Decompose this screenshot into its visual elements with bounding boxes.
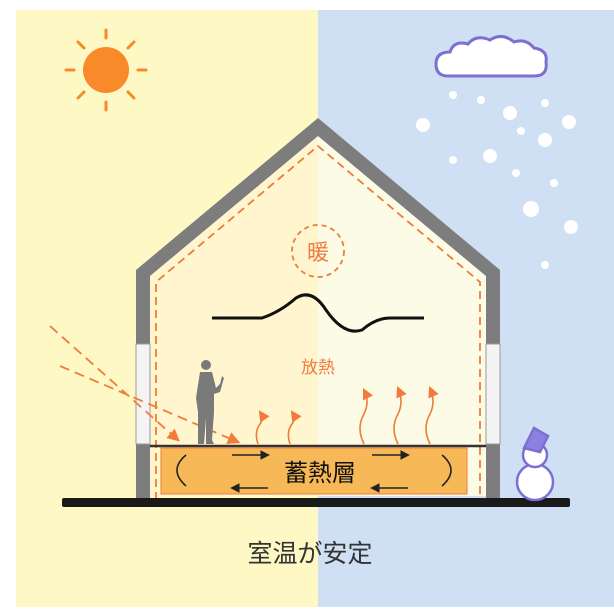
warm-label: 暖: [307, 241, 329, 266]
window-right: [485, 343, 501, 445]
heat-storage-layer: [160, 447, 468, 495]
heat-release-label: 放熱: [301, 358, 335, 378]
snowman-icon: [515, 426, 555, 502]
house-interior-right: [318, 136, 486, 496]
ground-line: [62, 498, 570, 507]
house-interior-left: [150, 136, 318, 496]
warm-indicator: [291, 224, 345, 278]
sun-icon: [64, 28, 148, 112]
heat-release-arrows: [255, 385, 439, 445]
heat-storage-label: 蓄熱層: [284, 459, 356, 487]
caption-label: 室温が安定: [247, 539, 372, 568]
window-left: [135, 343, 151, 445]
cloud-icon: [434, 35, 548, 78]
circulation-arrows: [176, 450, 452, 493]
temperature-wave: [212, 293, 424, 333]
person-icon: [196, 360, 224, 444]
snowflake-icon: [416, 91, 578, 269]
